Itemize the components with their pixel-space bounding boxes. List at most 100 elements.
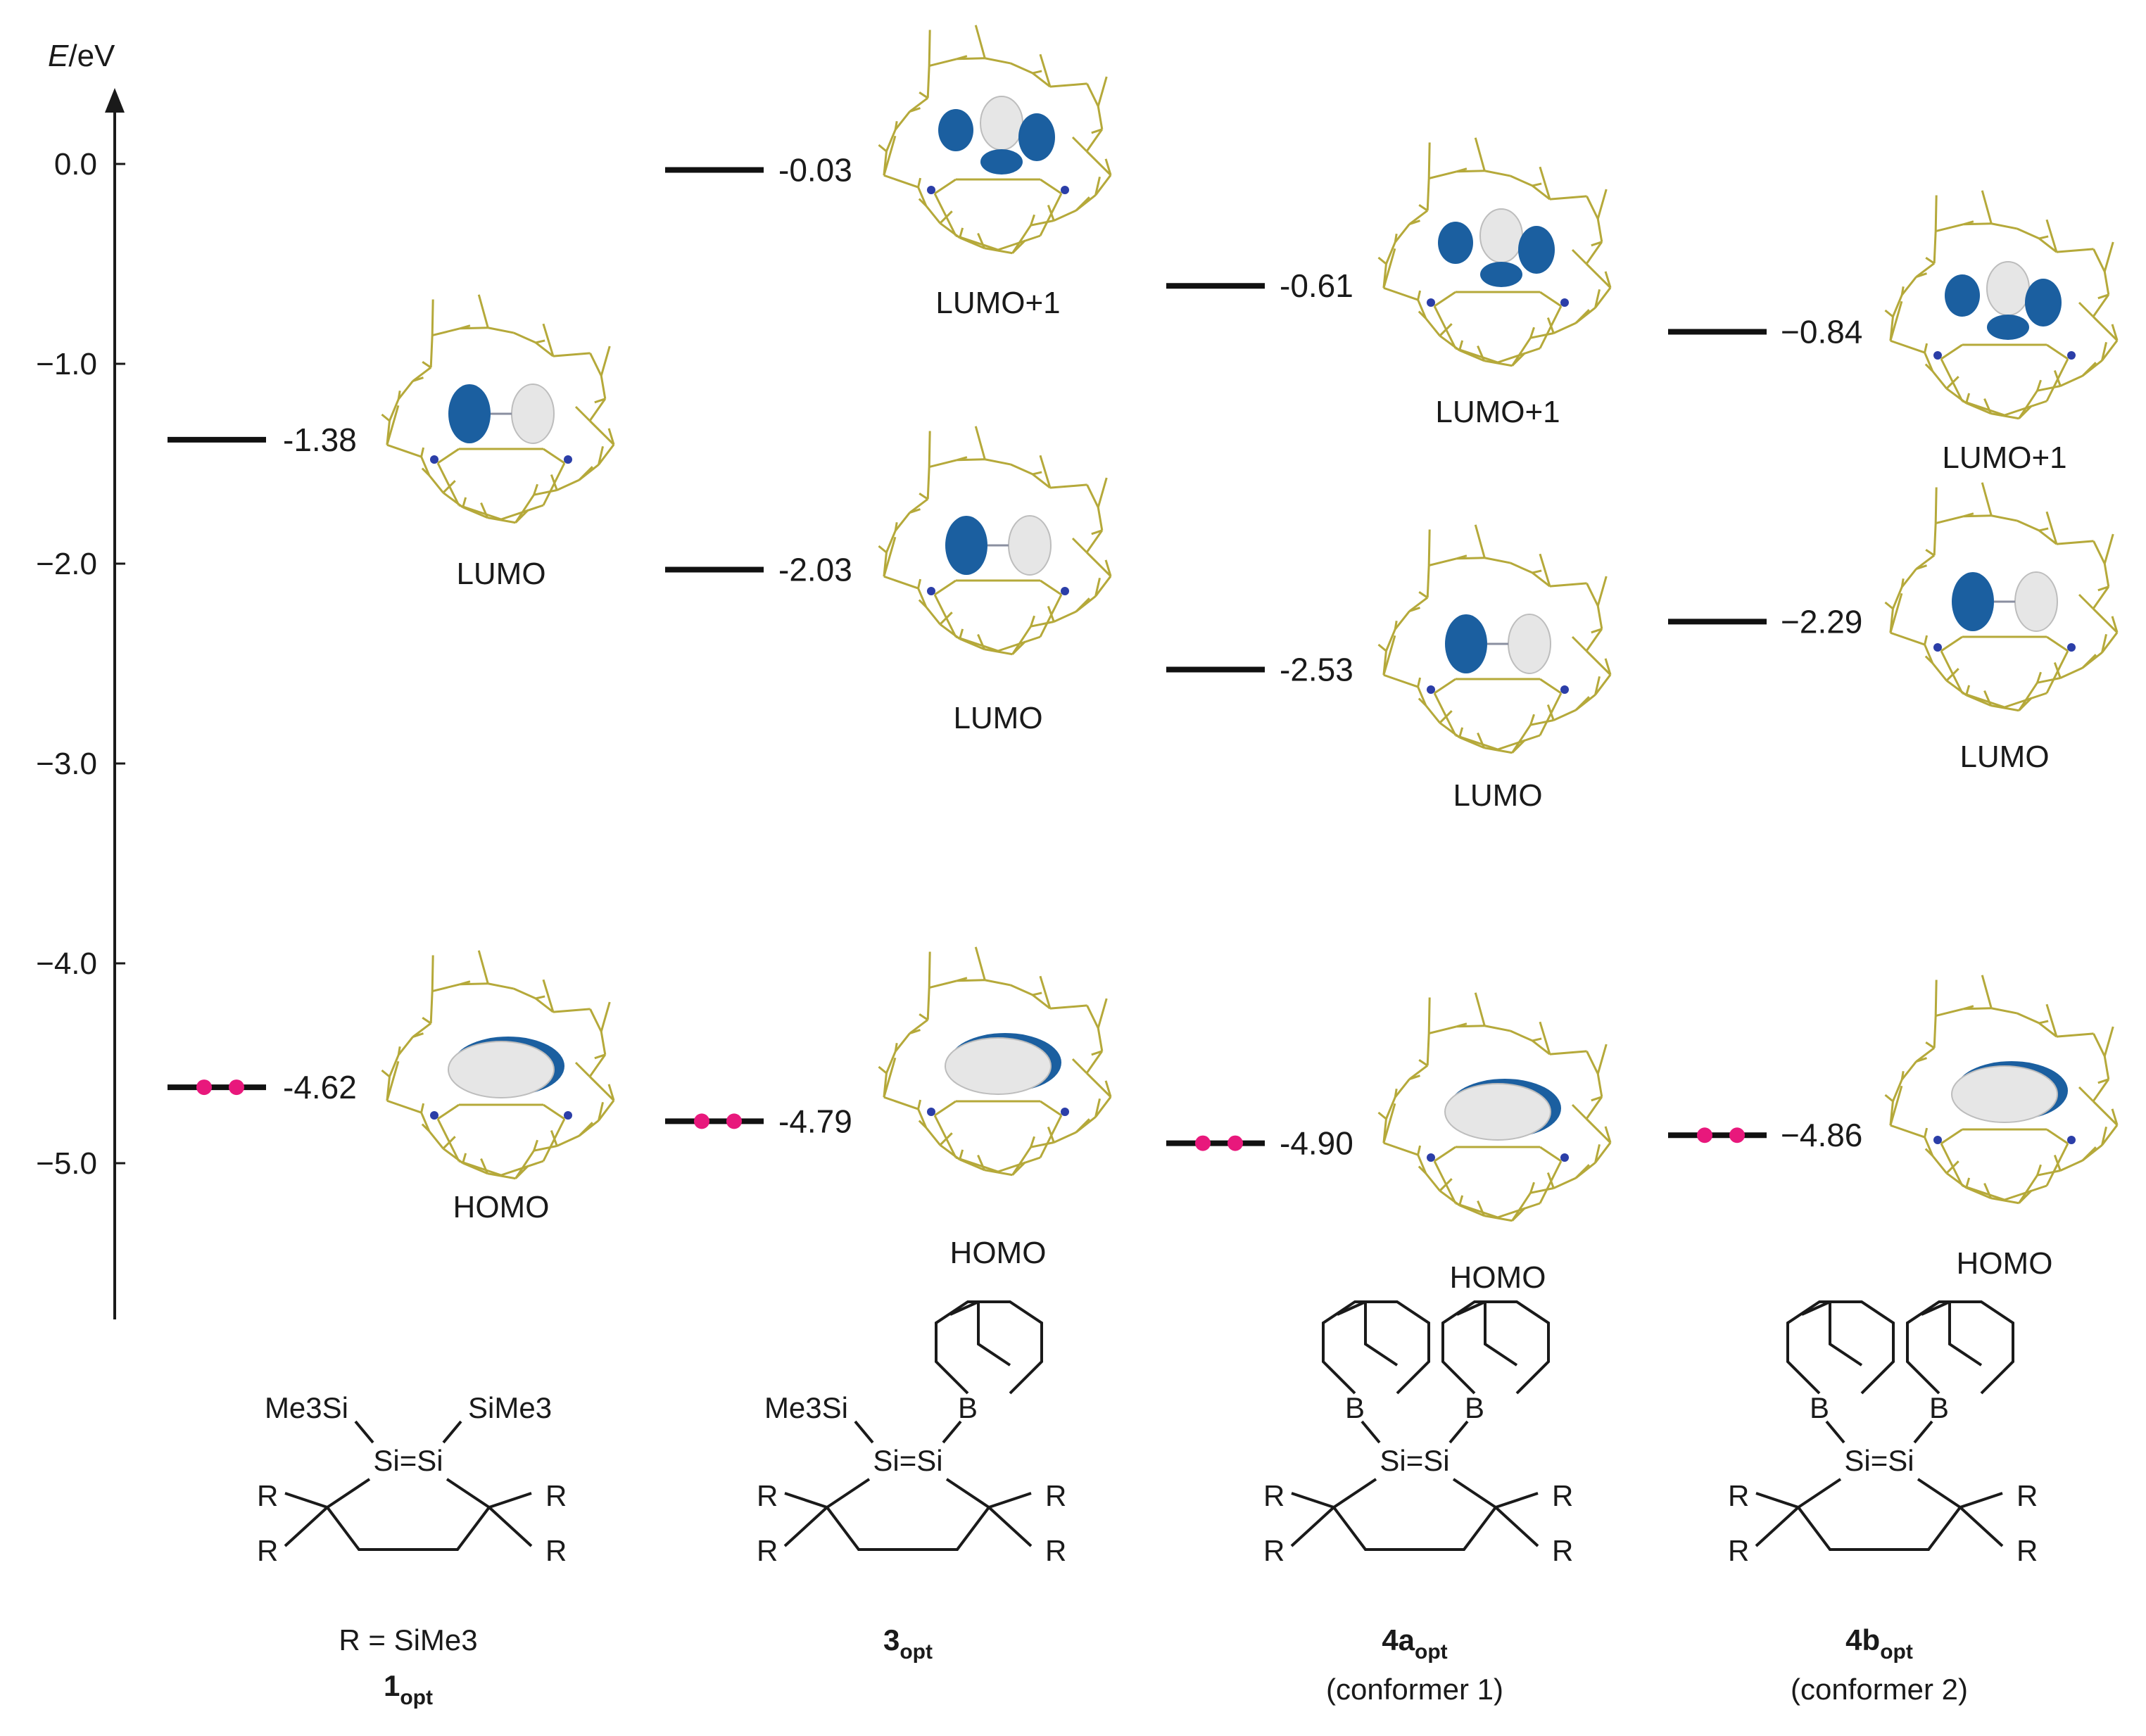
framework-bond xyxy=(2101,341,2107,361)
atom-dot xyxy=(927,186,935,194)
energy-value-label: -2.03 xyxy=(778,552,852,588)
substituent-bond xyxy=(854,1420,962,1444)
framework-bond xyxy=(957,979,985,982)
framework-bond xyxy=(1916,1057,1927,1063)
framework-bond xyxy=(917,578,922,589)
framework-bond xyxy=(1394,1078,1410,1098)
si-si-double-bond: Si=Si xyxy=(1380,1444,1449,1477)
atom-dot xyxy=(2067,351,2076,360)
framework-bond xyxy=(926,987,930,1020)
lobe-white xyxy=(945,1037,1052,1095)
framework-bond xyxy=(1085,1050,1104,1074)
lobe-blue xyxy=(448,384,491,443)
framework-bond xyxy=(1382,248,1396,289)
framework-bond xyxy=(1418,310,1427,319)
framework-bond xyxy=(1553,1177,1577,1189)
framework-bond xyxy=(1039,193,1063,236)
framework-bond xyxy=(1532,182,1542,187)
framework-bond xyxy=(1394,223,1410,243)
framework-bond xyxy=(1594,1143,1601,1163)
framework-bond xyxy=(1097,76,1108,107)
framework-bond xyxy=(598,443,615,466)
orbital-label: LUMO+1 xyxy=(935,286,1060,320)
framework-bond xyxy=(589,353,602,376)
framework-bond xyxy=(398,1036,414,1056)
framework-bond xyxy=(1510,175,1533,187)
framework-bond xyxy=(588,1053,607,1077)
framework-bond xyxy=(1963,512,1974,518)
framework-bond xyxy=(1094,575,1112,597)
framework-bond xyxy=(1963,1005,1974,1010)
framework-bond xyxy=(1539,678,1562,695)
framework-bond xyxy=(1889,1085,1903,1126)
framework-bond xyxy=(1532,1039,1551,1056)
framework-bond xyxy=(1529,327,1535,338)
framework-bond xyxy=(1097,507,1104,531)
framework-bond xyxy=(1094,1096,1112,1118)
orbital-lobes xyxy=(1945,261,2062,340)
framework-bond xyxy=(1585,1050,1588,1053)
orbital-label: HOMO xyxy=(453,1190,550,1224)
framework-bond xyxy=(918,1120,927,1129)
framework-bond xyxy=(1409,220,1420,225)
framework-bond xyxy=(535,339,545,344)
framework-bond xyxy=(515,494,535,524)
atom-dot xyxy=(2067,643,2076,652)
boron-label: B xyxy=(1345,1391,1365,1424)
framework-bond xyxy=(1931,1155,1948,1174)
framework-bond xyxy=(1497,347,1541,364)
ring-bond xyxy=(949,1300,979,1316)
framework-bond xyxy=(460,324,471,330)
r-group: R xyxy=(757,1479,778,1512)
framework-bond xyxy=(598,445,604,465)
orbital-label: LUMO+1 xyxy=(1942,441,2066,475)
framework-bond xyxy=(1409,607,1420,612)
framework-bond xyxy=(588,398,607,422)
framework-bond xyxy=(1511,724,1532,754)
orbital-label: HOMO xyxy=(1957,1246,2053,1281)
framework-bond xyxy=(1040,579,1062,596)
framework-bond xyxy=(974,426,986,460)
framework-bond xyxy=(542,323,555,357)
framework-bond xyxy=(598,1101,604,1121)
compound-subscript: opt xyxy=(1880,1640,1913,1664)
framework-bond xyxy=(2037,385,2061,392)
ring-bond xyxy=(1322,1300,1430,1395)
compound-label: 3opt xyxy=(883,1623,933,1664)
framework-bond xyxy=(934,579,957,596)
framework-bond xyxy=(917,1099,922,1110)
framework-bond xyxy=(574,1061,591,1078)
framework-bond xyxy=(1428,557,1458,566)
framework-bond xyxy=(1511,337,1532,367)
bicyclic-substituent xyxy=(1322,1300,1430,1395)
framework-bond xyxy=(1408,1065,1429,1080)
axis-tick-label: −4.0 xyxy=(36,946,97,981)
framework-bond xyxy=(1915,1047,1936,1063)
framework-bond xyxy=(487,982,515,990)
framework-bond xyxy=(894,120,898,130)
electron-dot xyxy=(196,1079,212,1096)
framework-bond xyxy=(428,1130,444,1150)
framework-bond xyxy=(1075,196,1090,212)
framework-bond xyxy=(1385,1096,1396,1120)
ring-bond xyxy=(1797,1478,1962,1509)
framework-bond xyxy=(1417,1145,1422,1155)
framework-bond xyxy=(1586,583,1599,607)
framework-bond xyxy=(1591,241,1603,247)
framework-bond xyxy=(997,1156,1041,1173)
framework-bond xyxy=(878,1065,888,1075)
framework-bond xyxy=(1030,220,1054,227)
electron-dot xyxy=(726,1113,742,1129)
lobe-blue xyxy=(1445,614,1487,673)
r-group: R xyxy=(257,1534,278,1567)
lobe-white xyxy=(448,1041,555,1098)
framework-bond xyxy=(588,1008,591,1010)
framework-bond xyxy=(1596,576,1608,607)
energy-value-label: -1.38 xyxy=(283,422,357,458)
framework-bond xyxy=(1417,299,1427,319)
framework-bond xyxy=(1990,514,2018,522)
framework-bond xyxy=(1434,678,1456,695)
boron-label: B xyxy=(1465,1391,1484,1424)
framework-bond xyxy=(1890,631,1926,646)
